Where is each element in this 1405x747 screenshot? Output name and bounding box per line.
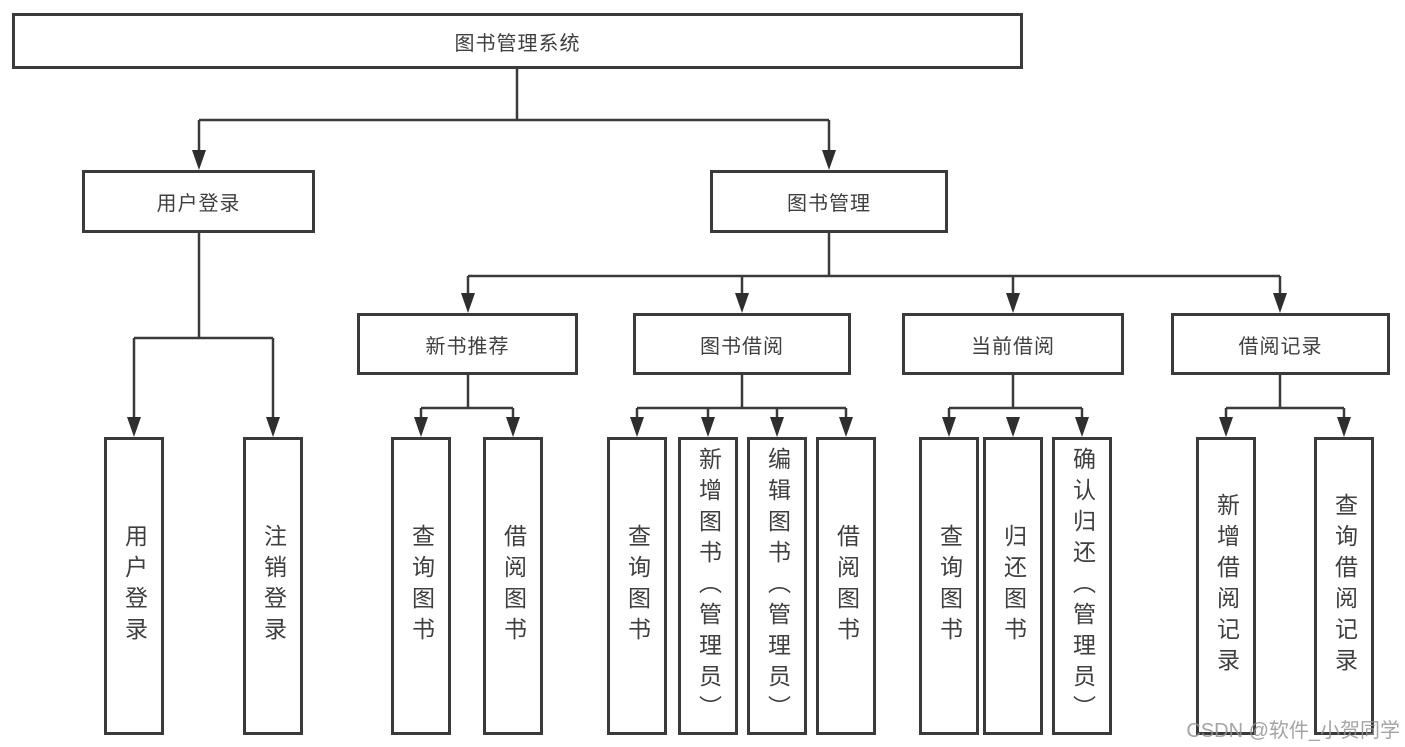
node-query-books-current: 查询图书: [919, 437, 979, 735]
node-label: 查询图书: [624, 524, 651, 648]
node-label: 新增借阅记录: [1213, 493, 1240, 679]
node-label: 新增图书（管理员）: [695, 446, 722, 726]
node-query-borrow-record: 查询借阅记录: [1314, 437, 1374, 735]
node-label: 借阅图书: [500, 524, 527, 648]
node-new-book-recommend: 新书推荐: [357, 313, 578, 375]
node-query-books-recommend: 查询图书: [391, 437, 451, 735]
node-borrow-books-recommend: 借阅图书: [483, 437, 543, 735]
node-label: 归还图书: [1000, 524, 1027, 648]
csdn-watermark: CSDN @软件_小贺同学: [1186, 720, 1400, 742]
node-edit-book-admin: 编辑图书（管理员）: [747, 437, 807, 735]
node-book-management-branch: 图书管理: [710, 170, 948, 233]
node-query-books-borrowing: 查询图书: [607, 437, 667, 735]
node-book-borrowing: 图书借阅: [633, 313, 851, 375]
node-library-management-system: 图书管理系统: [12, 13, 1023, 69]
node-return-book: 归还图书: [983, 437, 1043, 735]
node-logout-leaf: 注销登录: [243, 437, 303, 735]
node-user-login-leaf: 用户登录: [104, 437, 164, 735]
node-current-borrowing: 当前借阅: [902, 313, 1124, 375]
node-label: 查询图书: [408, 524, 435, 648]
node-label: 查询图书: [936, 524, 963, 648]
node-label: 注销登录: [260, 524, 287, 648]
node-borrow-records: 借阅记录: [1171, 313, 1390, 375]
node-user-login-branch: 用户登录: [82, 170, 315, 233]
node-label: 确认归还（管理员）: [1069, 446, 1096, 726]
node-add-book-admin: 新增图书（管理员）: [678, 437, 738, 735]
node-label: 借阅图书: [833, 524, 860, 648]
node-label: 编辑图书（管理员）: [764, 446, 791, 726]
node-confirm-return-admin: 确认归还（管理员）: [1052, 437, 1112, 735]
node-add-borrow-record: 新增借阅记录: [1196, 437, 1256, 735]
node-borrow-books-borrowing: 借阅图书: [816, 437, 876, 735]
node-label: 查询借阅记录: [1331, 493, 1358, 679]
node-label: 用户登录: [121, 524, 148, 648]
